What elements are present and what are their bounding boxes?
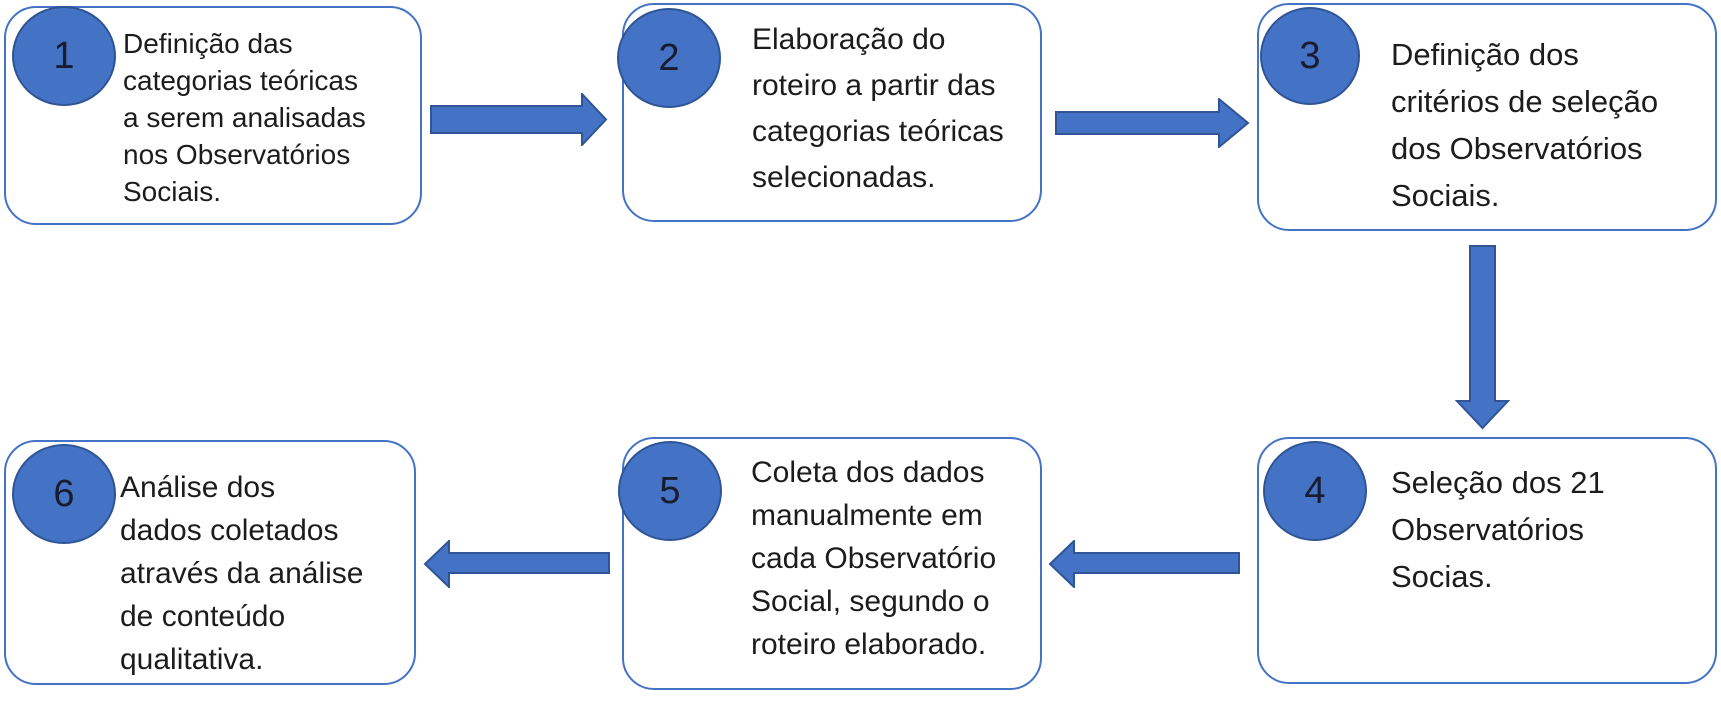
step-number-badge-2: 2 — [617, 8, 721, 108]
step-text-5: Coleta dos dados manualmente em cada Obs… — [751, 456, 997, 661]
step-number-4: 4 — [1304, 469, 1326, 512]
step-number-5: 5 — [659, 469, 681, 512]
arrow-left-step5-to-step6-icon — [423, 540, 610, 588]
step-number-badge-3: 3 — [1260, 7, 1360, 105]
step-box-6: 6 Análise dos dados coletados através da… — [4, 440, 416, 685]
step-text-6: Análise dos dados coletados através da a… — [120, 471, 364, 676]
arrow-left-step4-to-step5-icon — [1048, 540, 1240, 588]
step-box-2: 2 Elaboração do roteiro a partir das cat… — [617, 3, 1042, 222]
step-text-2: Elaboração do roteiro a partir das categ… — [752, 23, 1004, 194]
step-number-3: 3 — [1299, 34, 1321, 77]
step-text-4: Seleção dos 21 Observatórios Socias. — [1391, 465, 1605, 594]
step-number-2: 2 — [658, 36, 680, 79]
step-box-5: 5 Coleta dos dados manualmente em cada O… — [618, 437, 1042, 690]
step-box-4: 4 Seleção dos 21 Observatórios Socias. — [1257, 437, 1717, 684]
step-text-1: Definição das categorias teóricas a sere… — [123, 28, 366, 207]
step-number-6: 6 — [53, 472, 75, 515]
arrow-down-step3-to-step4-icon — [1455, 245, 1510, 430]
step-number-badge-1: 1 — [12, 6, 116, 106]
step-text-3: Definição dos critérios de seleção dos O… — [1391, 37, 1659, 213]
step-number-badge-4: 4 — [1263, 441, 1367, 541]
step-box-1: 1 Definição das categorias teóricas a se… — [4, 6, 422, 225]
step-number-1: 1 — [53, 34, 75, 77]
step-number-badge-5: 5 — [618, 441, 722, 541]
step-number-badge-6: 6 — [12, 444, 116, 544]
arrow-right-step1-to-step2-icon — [430, 93, 608, 146]
step-box-3: 3 Definição dos critérios de seleção dos… — [1257, 3, 1717, 231]
arrow-right-step2-to-step3-icon — [1055, 98, 1250, 148]
